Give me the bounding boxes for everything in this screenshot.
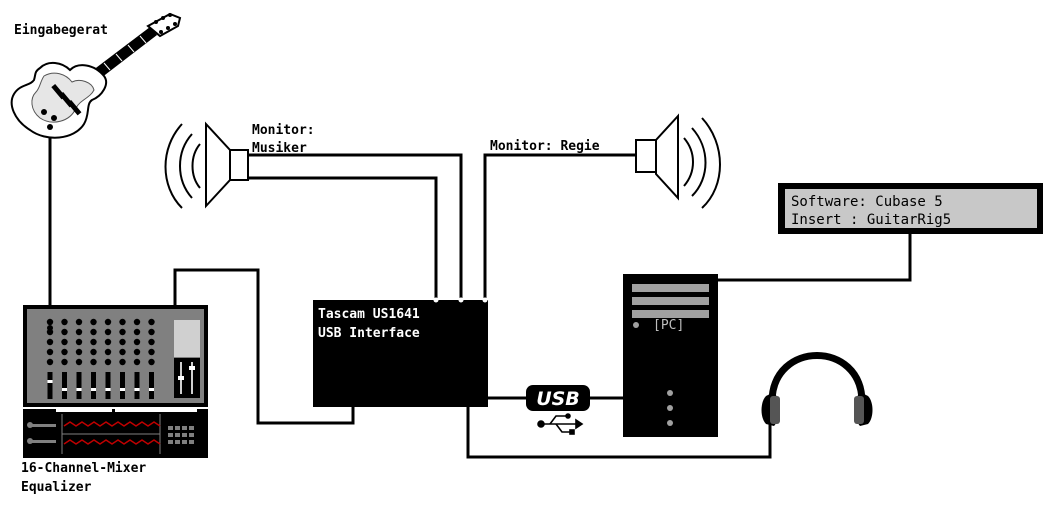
audio-interface: Tascam US1641 USB Interface: [313, 297, 488, 407]
interface-type: USB Interface: [318, 326, 420, 341]
pc-label: [PC]: [653, 318, 684, 333]
interface-name: Tascam US1641: [318, 307, 420, 322]
usb-badge: USB: [526, 385, 590, 411]
speaker-icon: [635, 113, 721, 209]
speaker-icon: [164, 121, 249, 209]
wire-control-speaker: [483, 153, 636, 300]
monitor-control-label: Monitor: Regie: [490, 139, 600, 154]
usb-label: USB: [536, 388, 580, 410]
usb-symbol-icon: [537, 413, 584, 435]
monitor-musician-label-1: Monitor:: [252, 123, 315, 138]
mixer-label-2: Equalizer: [21, 480, 92, 495]
wire-headphones: [466, 407, 772, 459]
wire-musician-speaker-in: [248, 176, 438, 300]
connection-wires: [48, 128, 912, 459]
software-panel: Software: Cubase 5 Insert : GuitarRig5: [778, 183, 1043, 234]
mixer-icon: [23, 305, 208, 407]
headphones-icon: [761, 352, 873, 426]
monitor-musician-label-2: Musiker: [252, 141, 307, 156]
mixer-label-1: 16-Channel-Mixer: [21, 461, 146, 476]
wire-mixer-interface: [173, 268, 355, 425]
software-line: Software: Cubase 5: [791, 194, 943, 210]
wire-pc-software: [717, 234, 912, 282]
insert-line: Insert : GuitarRig5: [791, 212, 951, 228]
pc-tower-icon: [PC]: [623, 274, 718, 437]
electric-guitar-icon: [10, 12, 182, 139]
wire-musician-speaker-out: [248, 153, 463, 300]
equalizer-unit: [23, 409, 208, 458]
input-device-label: Eingabegerat: [14, 23, 108, 38]
